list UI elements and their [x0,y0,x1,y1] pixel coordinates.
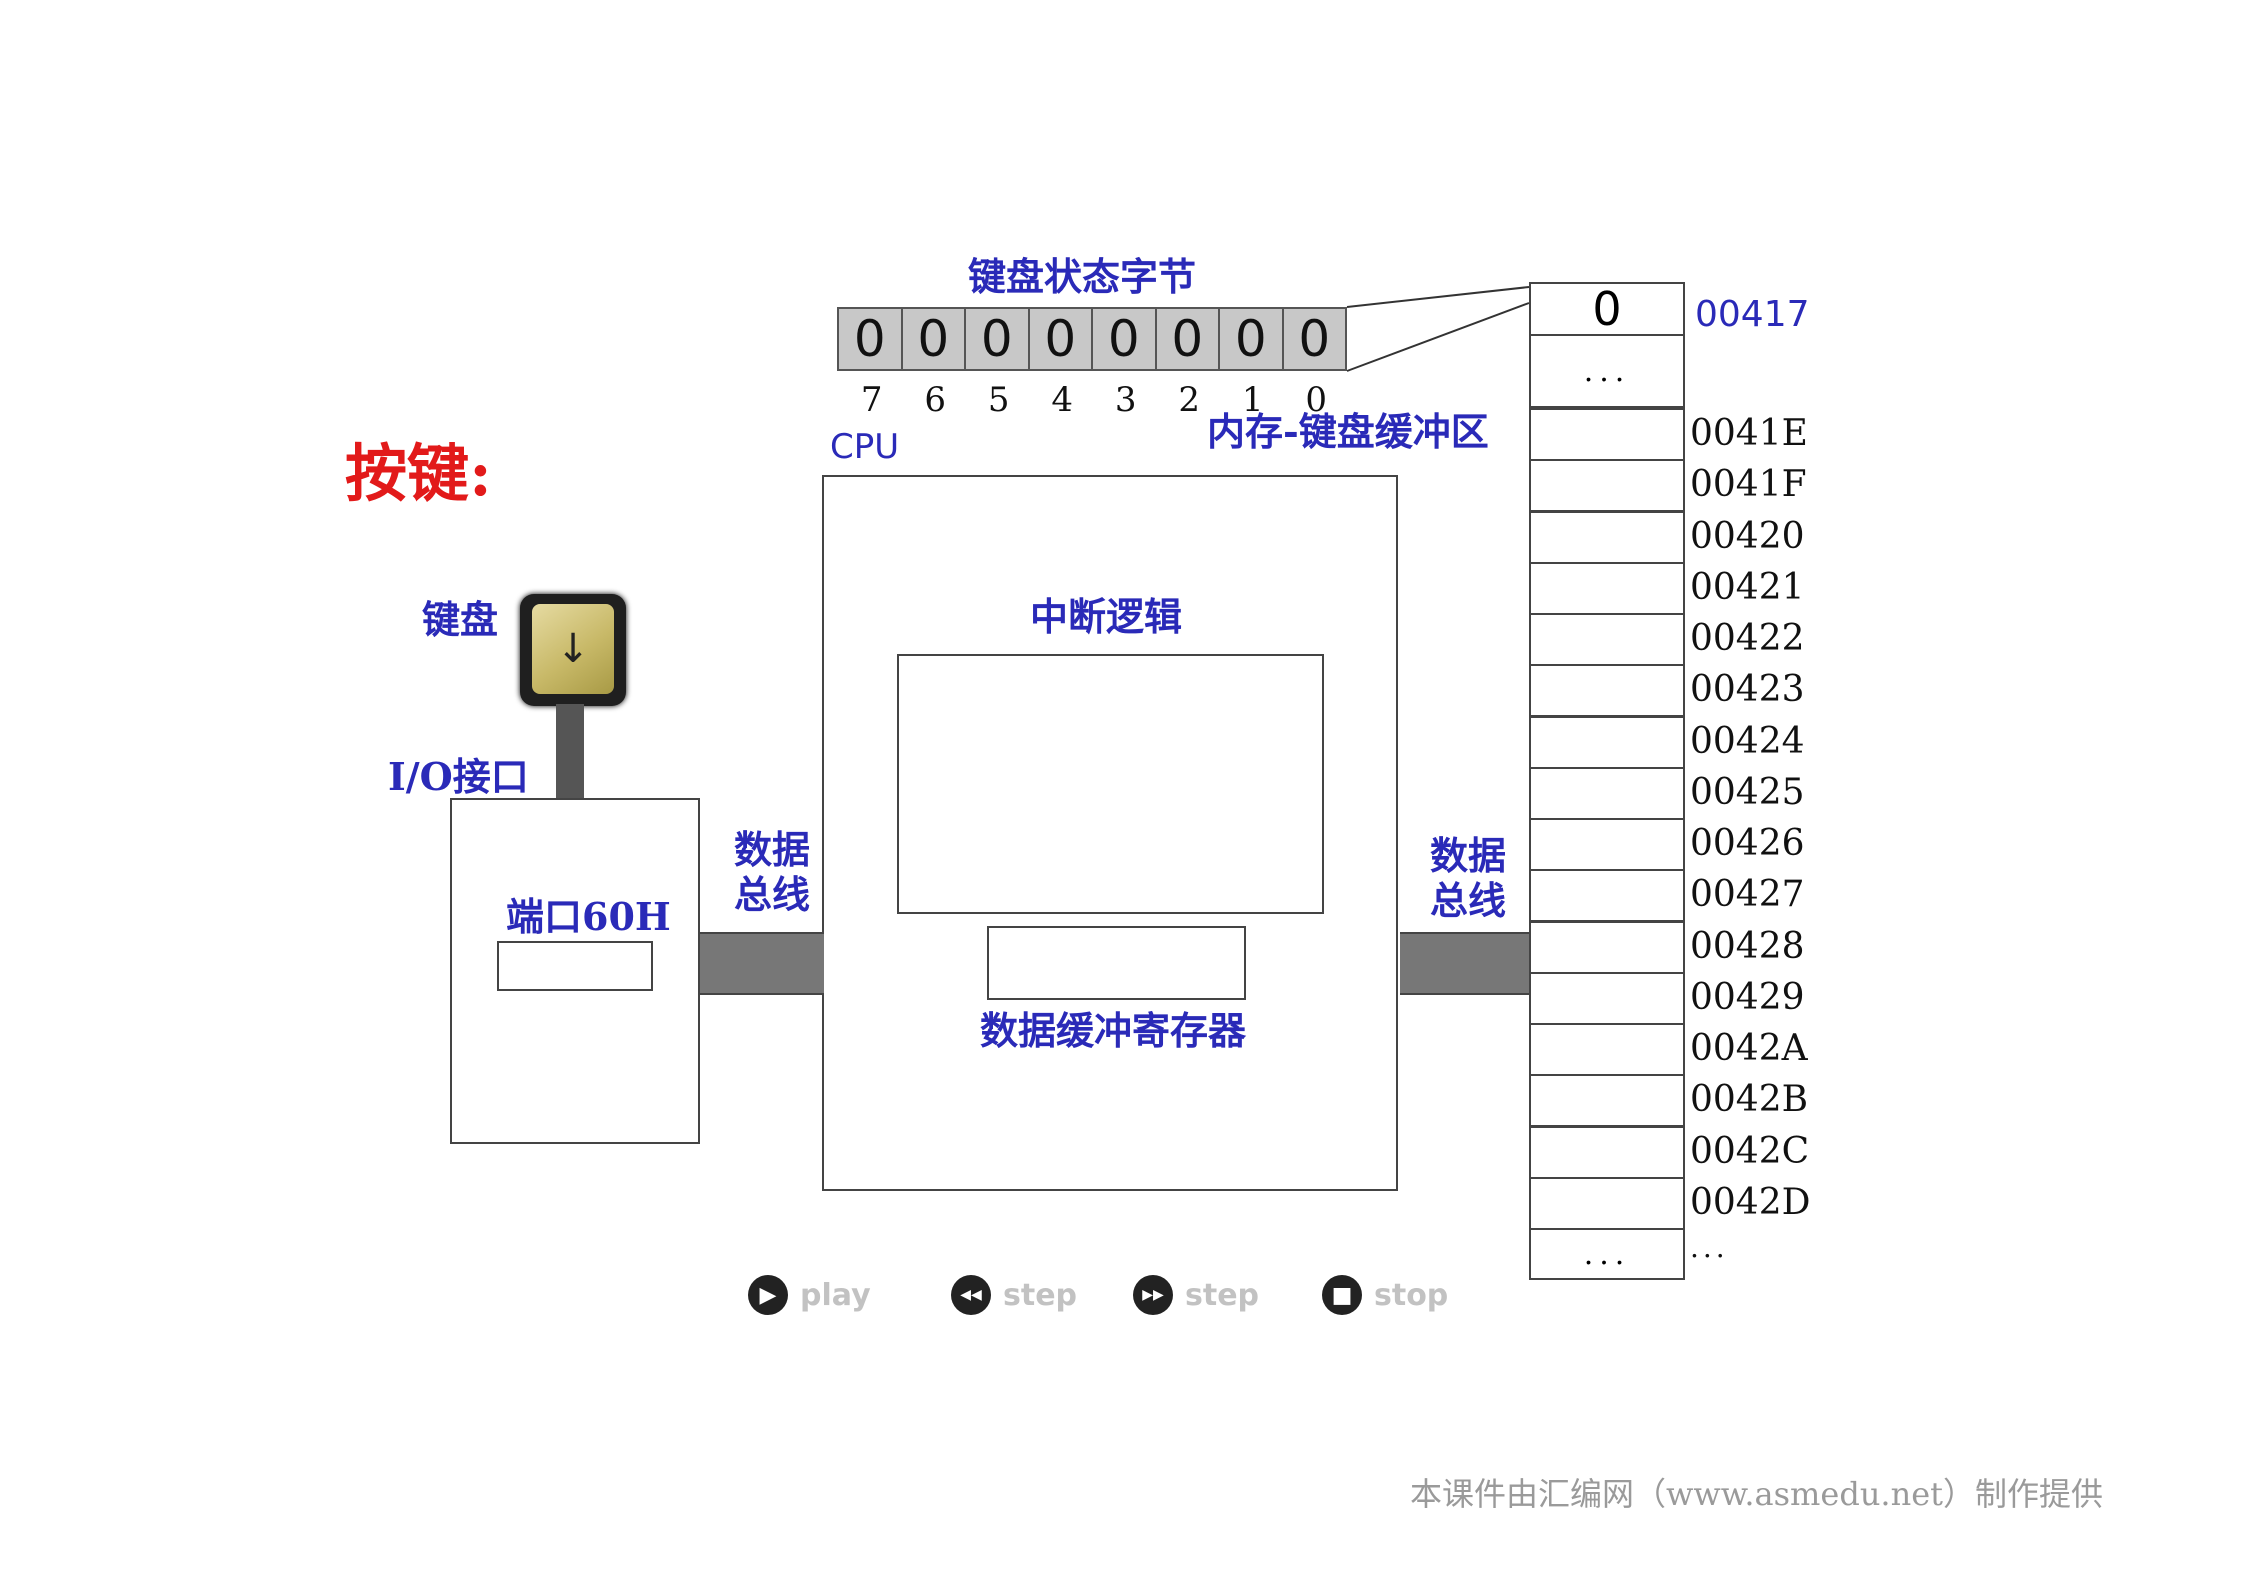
memory-buffer-label: 内存-键盘缓冲区 [1207,409,1489,454]
memory-cell [1529,408,1685,461]
data-buffer-register-label: 数据缓冲寄存器 [980,1008,1247,1053]
bit-index: 6 [924,380,947,420]
memory-address: 0042A [1690,1028,1808,1069]
cpu-label: CPU [830,427,900,467]
bit-index: 2 [1178,380,1201,420]
status-bit: 0 [966,309,1030,369]
memory-cell [1529,767,1685,820]
memory-address: 0041F [1690,464,1807,505]
stop-label: stop [1374,1277,1449,1313]
memory-cell [1529,664,1685,717]
memory-cell [1529,869,1685,922]
memory-address: 0042B [1690,1079,1809,1120]
cpu-box [822,475,1398,1191]
data-bus-right-label: 数据 总线 [1430,833,1507,923]
memory-address: 00424 [1690,721,1805,762]
data-bus-right [1400,932,1531,995]
memory-address-00417: 00417 [1695,294,1810,335]
memory-address: 00428 [1690,926,1805,967]
memory-cell [1529,562,1685,615]
stop-button[interactable]: ■ stop [1322,1275,1448,1315]
play-button[interactable]: ▶ play [748,1275,871,1315]
interrupt-logic-box [897,654,1324,914]
step-back-button[interactable]: ◀◀ step [951,1275,1077,1315]
memory-cell-gap: ... [1529,334,1685,408]
memory-address: 00426 [1690,823,1805,864]
status-bit: 0 [839,309,903,369]
memory-address: 00421 [1690,567,1805,608]
bit-index: 0 [1305,380,1328,420]
io-interface-box [450,798,700,1144]
memory-address: 0042C [1690,1131,1810,1172]
memory-address: 00423 [1690,669,1805,710]
status-bit: 0 [903,309,966,369]
memory-cell [1529,511,1685,564]
bit-index-row: 7 6 5 4 3 2 1 0 [840,380,1348,420]
memory-cell [1529,921,1685,974]
memory-cell [1529,972,1685,1025]
step-forward-label: step [1185,1277,1260,1313]
bit-index: 7 [860,380,883,420]
status-bit: 0 [1093,309,1157,369]
memory-cell [1529,818,1685,871]
step-forward-button[interactable]: ▶▶ step [1133,1275,1259,1315]
memory-address: 00429 [1690,977,1805,1018]
memory-address-ellipsis: ... [1690,1231,1729,1264]
memory-cell [1529,1126,1685,1179]
interrupt-logic-label: 中断逻辑 [1030,594,1183,639]
memory-address: 0041E [1690,413,1808,454]
data-buffer-register-box [987,926,1246,1000]
memory-address: 00420 [1690,516,1805,557]
footer-credit: 本课件由汇编网（www.asmedu.net）制作提供 [1410,1475,2104,1513]
memory-address: 00422 [1690,618,1805,659]
bit-index: 1 [1241,380,1264,420]
port-60h-label: 端口60H [506,894,671,939]
memory-cell [1529,613,1685,666]
memory-cell [1529,1074,1685,1127]
memory-cell [1529,1177,1685,1230]
memory-address: 00425 [1690,772,1805,813]
data-bus-left-label: 数据 总线 [734,827,811,917]
down-arrow-key-icon[interactable]: ↓ [532,604,614,694]
bit-index: 3 [1114,380,1137,420]
connector-line-top [1346,286,1530,308]
status-bit: 0 [1220,309,1284,369]
slide-title: 按键: [345,437,492,510]
keyboard-label: 键盘 [422,597,499,642]
port-60h-box [497,941,653,991]
rewind-icon: ◀◀ [951,1275,991,1315]
memory-address: 00427 [1690,874,1805,915]
memory-cell-gap-bottom: ... [1529,1228,1685,1280]
step-back-label: step [1003,1277,1078,1313]
bit-index: 4 [1051,380,1074,420]
status-byte: 0 0 0 0 0 0 0 0 [837,307,1347,371]
memory-address: 0042D [1690,1182,1811,1223]
play-label: play [800,1277,871,1313]
fast-forward-icon: ▶▶ [1133,1275,1173,1315]
stop-icon: ■ [1322,1275,1362,1315]
status-bit: 0 [1030,309,1093,369]
io-interface-label: I/O接口 [388,754,529,799]
memory-cell [1529,716,1685,769]
play-icon: ▶ [748,1275,788,1315]
connector-line-bottom [1346,302,1530,372]
memory-cell-status: 0 [1529,282,1685,336]
memory-cell [1529,459,1685,512]
status-bit: 0 [1157,309,1220,369]
bit-index: 5 [987,380,1010,420]
memory-cell [1529,1023,1685,1076]
key-connector [556,704,584,798]
data-bus-left [700,932,824,995]
status-bit: 0 [1298,310,1331,368]
status-byte-label: 键盘状态字节 [968,254,1197,299]
